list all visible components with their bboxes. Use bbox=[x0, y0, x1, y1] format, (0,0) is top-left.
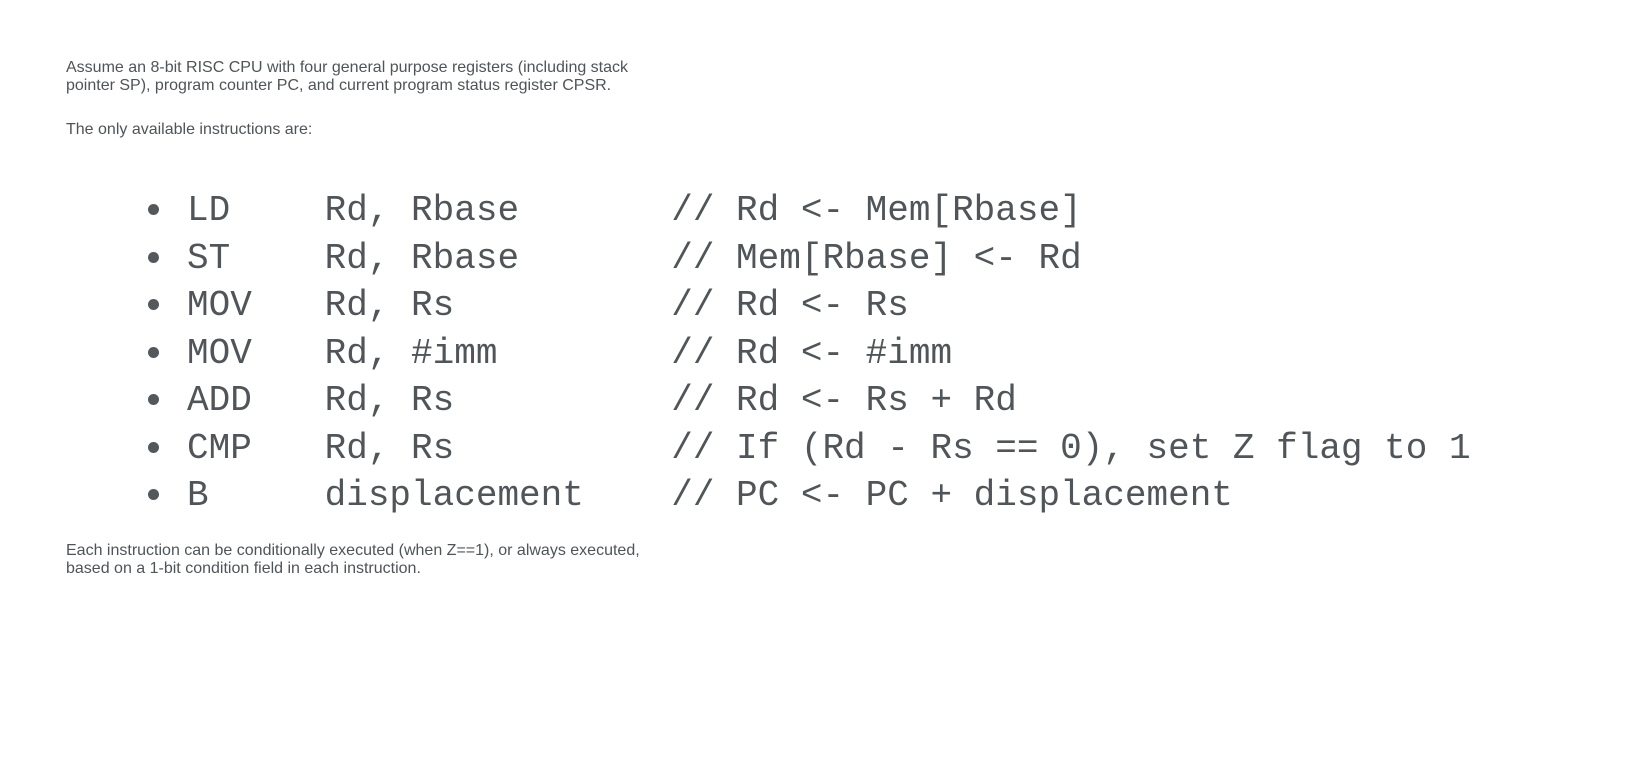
outro-line-2: based on a 1-bit condition field in each… bbox=[66, 559, 421, 577]
instruction-comment: // Rd <- Mem[Rbase] bbox=[671, 190, 1082, 231]
instruction-opcode: B bbox=[187, 475, 209, 516]
instruction-item-ld: LD Rd, Rbase // Rd <- Mem[Rbase] bbox=[66, 187, 1652, 235]
instruction-item-cmp: CMP Rd, Rs // If (Rd - Rs == 0), set Z f… bbox=[66, 425, 1652, 473]
instruction-list: LD Rd, Rbase // Rd <- Mem[Rbase] ST Rd, … bbox=[66, 187, 1652, 520]
bullet-icon bbox=[148, 251, 159, 263]
instruction-opcode: ADD bbox=[187, 380, 252, 421]
instruction-operands: Rd, Rbase bbox=[324, 237, 520, 279]
instruction-item-st: ST Rd, Rbase // Mem[Rbase] <- Rd bbox=[66, 235, 1652, 283]
bullet-icon bbox=[148, 346, 159, 358]
intro-line-1: Assume an 8-bit RISC CPU with four gener… bbox=[66, 59, 629, 76]
bullet-icon bbox=[148, 489, 159, 500]
intro-line-2: pointer SP), program counter PC, and cur… bbox=[66, 77, 612, 94]
instruction-comment: // Rd <- Rs + Rd bbox=[671, 380, 1017, 421]
bullet-icon bbox=[148, 394, 159, 405]
instruction-comment: // PC <- PC + displacement bbox=[671, 475, 1233, 516]
bullet-icon bbox=[148, 441, 159, 453]
instruction-operands: Rd, Rbase bbox=[324, 190, 520, 231]
instruction-opcode: CMP bbox=[187, 427, 252, 469]
instruction-operands: Rd, Rs bbox=[324, 380, 455, 421]
instruction-item-mov-imm: MOV Rd, #imm // Rd <- #imm bbox=[66, 330, 1652, 378]
instruction-item-add: ADD Rd, Rs // Rd <- Rs + Rd bbox=[66, 377, 1652, 425]
instruction-opcode: MOV bbox=[187, 332, 252, 374]
bullet-icon bbox=[148, 299, 159, 310]
instruction-operands: displacement bbox=[324, 475, 584, 516]
instruction-comment: // If (Rd - Rs == 0), set Z flag to 1 bbox=[671, 427, 1471, 469]
instruction-operands: Rd, #imm bbox=[324, 332, 498, 374]
instruction-operands: Rd, Rs bbox=[324, 427, 455, 469]
bullet-icon bbox=[148, 204, 159, 215]
instruction-comment: // Mem[Rbase] <- Rd bbox=[671, 237, 1082, 279]
instruction-comment: // Rd <- #imm bbox=[671, 332, 953, 374]
outro-line-1: Each instruction can be conditionally ex… bbox=[66, 541, 640, 559]
instruction-opcode: LD bbox=[187, 190, 231, 231]
instruction-item-mov-reg: MOV Rd, Rs // Rd <- Rs bbox=[66, 282, 1652, 330]
instruction-comment: // Rd <- Rs bbox=[671, 285, 909, 326]
instruction-opcode: ST bbox=[187, 237, 231, 279]
instruction-operands: Rd, Rs bbox=[324, 285, 455, 326]
list-intro-text: The only available instructions are: bbox=[66, 121, 313, 138]
question-body: Assume an 8-bit RISC CPU with four gener… bbox=[66, 59, 1652, 577]
instruction-item-b: B displacement // PC <- PC + displacemen… bbox=[66, 472, 1652, 520]
instruction-opcode: MOV bbox=[187, 285, 252, 326]
